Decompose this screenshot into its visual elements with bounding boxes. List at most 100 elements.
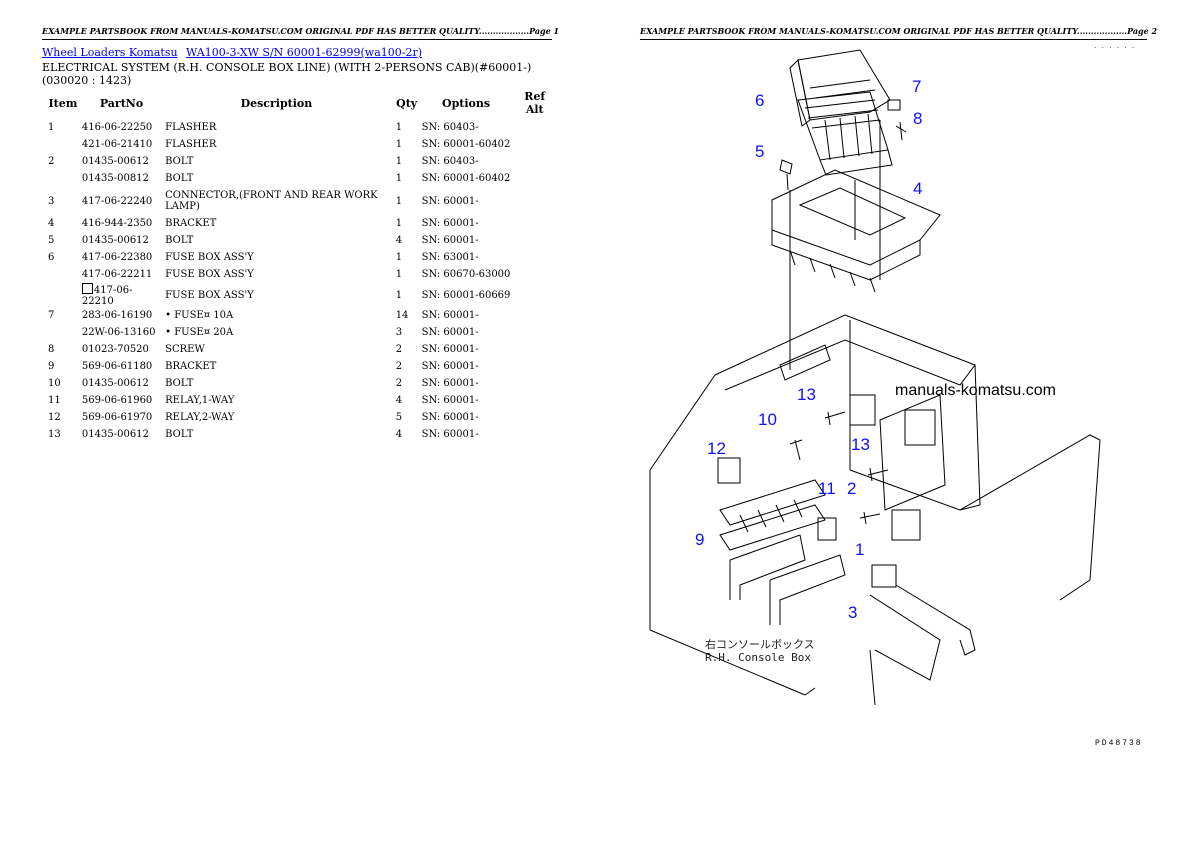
page-header-right: EXAMPLE PARTSBOOK FROM MANUALS-KOMATSU.C… — [640, 26, 1157, 40]
bolt-part-10 — [789, 439, 803, 461]
callout-13a[interactable]: 13 — [797, 385, 816, 404]
callout-6[interactable]: 6 — [755, 91, 765, 110]
cell-refalt — [512, 409, 557, 426]
console-box-label: 右コンソールボックス R.H. Console Box — [705, 638, 815, 664]
cell-item: 4 — [48, 218, 55, 229]
cell-partno: 569-06-61970 — [81, 412, 153, 423]
drawing-reference-code: PD48738 — [1095, 739, 1143, 748]
flasher-part — [879, 394, 946, 541]
checkbox-icon — [81, 283, 93, 294]
cell-partno: 569-06-61180 — [81, 361, 153, 372]
cell-partno: 01023-70520 — [81, 344, 149, 355]
cell-item: 9 — [48, 361, 55, 372]
cell-description: BOLT — [165, 156, 194, 167]
cell-description: BRACKET — [165, 361, 217, 372]
cell-qty: 1 — [395, 289, 403, 301]
small-bracket — [779, 344, 831, 381]
callout-8[interactable]: 8 — [913, 109, 923, 128]
cell-item: 13 — [48, 429, 61, 440]
cell-qty: 2 — [395, 361, 403, 372]
callout-2[interactable]: 2 — [847, 479, 857, 498]
cell-description: • FUSE¤ 10A — [165, 310, 234, 321]
callout-13b[interactable]: 13 — [851, 435, 870, 454]
bolt-part-upper — [779, 159, 793, 191]
cell-description: FLASHER — [165, 139, 217, 150]
cell-item: 2 — [48, 156, 55, 167]
cell-options: SN: 60670-63000 — [421, 269, 511, 280]
cell-item: 3 — [48, 195, 55, 207]
cell-options: SN: 60001- — [421, 361, 479, 372]
cell-options: SN: 60001- — [421, 412, 479, 423]
page-header-left: EXAMPLE PARTSBOOK FROM MANUALS-KOMATSU.C… — [42, 26, 559, 40]
connector-part — [871, 564, 897, 588]
callout-5[interactable]: 5 — [755, 142, 765, 161]
cell-qty: 1 — [395, 122, 403, 133]
cell-partno: 417-06-22211 — [81, 269, 153, 280]
cell-description: FLASHER — [165, 122, 217, 133]
col-header-partno: PartNo — [99, 96, 144, 110]
cell-item: 5 — [48, 235, 55, 246]
cell-options: SN: 60001-60669 — [421, 289, 511, 301]
callout-7[interactable]: 7 — [912, 77, 922, 96]
cell-qty: 1 — [395, 218, 403, 229]
cell-refalt — [512, 215, 557, 232]
breadcrumb: Wheel Loaders Komatsu WA100-3-XW S/N 600… — [42, 46, 427, 59]
cell-item: 12 — [48, 412, 61, 423]
callout-9[interactable]: 9 — [695, 530, 705, 549]
cell-refalt — [512, 358, 557, 375]
table-row: 417-06-22211 FUSE BOX ASS'Y 1 SN: 60670-630… — [42, 266, 557, 283]
cell-description: SCREW — [165, 344, 205, 355]
cell-item: 8 — [48, 344, 55, 355]
callout-4[interactable]: 4 — [913, 179, 923, 198]
cell-partno: 01435-00812 — [81, 173, 149, 184]
cell-options: SN: 60001-60402 — [421, 139, 511, 150]
callout-1[interactable]: 1 — [855, 540, 865, 559]
cell-partno: 417-06-22380 — [81, 252, 153, 263]
cell-description: • FUSE¤ 20A — [165, 327, 234, 338]
cell-item: 7 — [48, 310, 55, 321]
cell-partno: 01435-00612 — [81, 378, 149, 389]
cell-refalt — [512, 187, 557, 215]
cell-options: SN: 60001- — [421, 218, 479, 229]
relay-bracket — [719, 479, 826, 551]
cell-options: SN: 60001-60402 — [421, 173, 511, 184]
cell-qty: 1 — [395, 156, 403, 167]
cell-partno: 416-06-22250 — [81, 122, 153, 133]
cell-description: FUSE BOX ASS'Y — [165, 252, 254, 263]
callout-3[interactable]: 3 — [848, 603, 858, 622]
cell-partno: 417-06-22240 — [81, 195, 153, 207]
page-title: ELECTRICAL SYSTEM (R.H. CONSOLE BOX LINE… — [42, 61, 532, 87]
cell-description: FUSE BOX ASS'Y — [165, 269, 254, 280]
cell-description: RELAY,1-WAY — [165, 395, 235, 406]
cell-options: SN: 63001- — [421, 252, 479, 263]
cell-refalt — [512, 266, 557, 283]
cell-description: FUSE BOX ASS'Y — [165, 289, 254, 301]
cell-item — [42, 324, 80, 341]
col-header-refalt: Ref Alt — [524, 90, 546, 116]
bolt-part-13a — [824, 411, 846, 426]
cell-qty: 1 — [395, 269, 403, 280]
cell-partno: 22W-06-13160 — [81, 327, 156, 338]
breadcrumb-link-category[interactable]: Wheel Loaders Komatsu — [42, 46, 178, 59]
callout-10[interactable]: 10 — [758, 410, 777, 429]
callout-11[interactable]: 11 — [818, 479, 836, 498]
callout-12[interactable]: 12 — [707, 439, 726, 458]
cell-options: SN: 60001- — [421, 327, 479, 338]
fuse-box-body — [797, 91, 893, 176]
cell-description: BOLT — [165, 173, 194, 184]
table-header-row: Item PartNo Description Qty Options Ref … — [42, 90, 557, 119]
relay-upper-part — [849, 394, 876, 426]
cell-item — [42, 170, 80, 187]
cell-qty: 1 — [395, 252, 403, 263]
cell-partno: 01435-00612 — [81, 235, 149, 246]
breadcrumb-link-model[interactable]: WA100-3-XW S/N 60001-62999(wa100-2r) — [186, 46, 423, 59]
